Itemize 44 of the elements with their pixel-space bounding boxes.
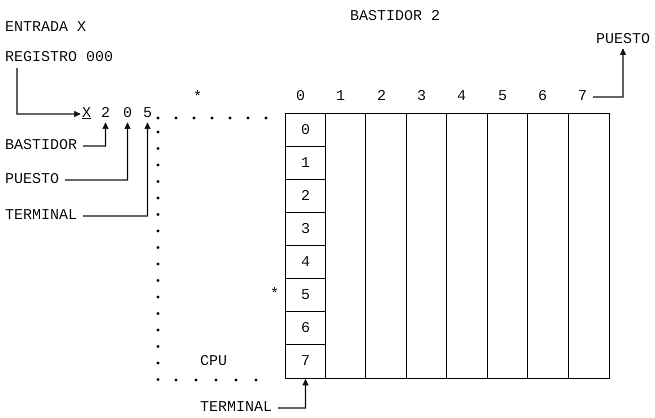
leader-arrow (278, 378, 309, 409)
leader-arrow (83, 122, 151, 217)
terminal-cell: 3 (285, 212, 326, 246)
register-label: REGISTRO 000 (5, 50, 114, 66)
asterisk-mark: * (193, 90, 202, 106)
position-label: PUESTO (5, 172, 60, 188)
diagram-title: BASTIDOR 2 (350, 9, 440, 25)
column-number: 5 (498, 89, 508, 105)
column-number: 4 (457, 89, 466, 105)
cpu-label: CPU (200, 354, 228, 370)
column-number: 3 (417, 89, 426, 105)
leader-arrow (16, 68, 81, 118)
terminal-label: TERMINAL (5, 208, 78, 224)
position-column (446, 113, 488, 378)
column-number: 2 (377, 89, 386, 105)
position-column (365, 113, 407, 378)
terminal-cell: 1 (285, 146, 326, 180)
leader-arrow (83, 122, 109, 147)
column-number: 0 (296, 89, 306, 105)
position-column (406, 113, 448, 378)
position-column (527, 113, 569, 378)
leader-arrow (65, 122, 131, 181)
rack-label: BASTIDOR (5, 138, 78, 154)
input-letter: X (82, 106, 92, 122)
heading-label: ENTRADA X (5, 20, 86, 36)
rack-digit: 2 (101, 106, 110, 122)
terminal-label: TERMINAL (200, 400, 272, 416)
terminal-cell: 7 (285, 344, 326, 378)
asterisk-mark: * (270, 287, 280, 303)
terminal-cell: 5 (285, 278, 326, 312)
position-column (486, 113, 528, 378)
position-label: PUESTO (596, 32, 650, 48)
column-number: 7 (578, 89, 588, 105)
position-column (568, 113, 610, 378)
terminal-cell: 0 (285, 113, 326, 148)
terminal-cell: 6 (285, 311, 326, 346)
terminal-cell: 4 (285, 245, 326, 280)
position-digit: 0 (123, 106, 132, 122)
terminal-digit: 5 (143, 106, 152, 122)
position-column (324, 113, 366, 378)
terminal-cell: 2 (285, 179, 326, 214)
leader-arrow (593, 48, 626, 98)
column-number: 1 (336, 89, 346, 105)
column-number: 6 (538, 89, 548, 105)
